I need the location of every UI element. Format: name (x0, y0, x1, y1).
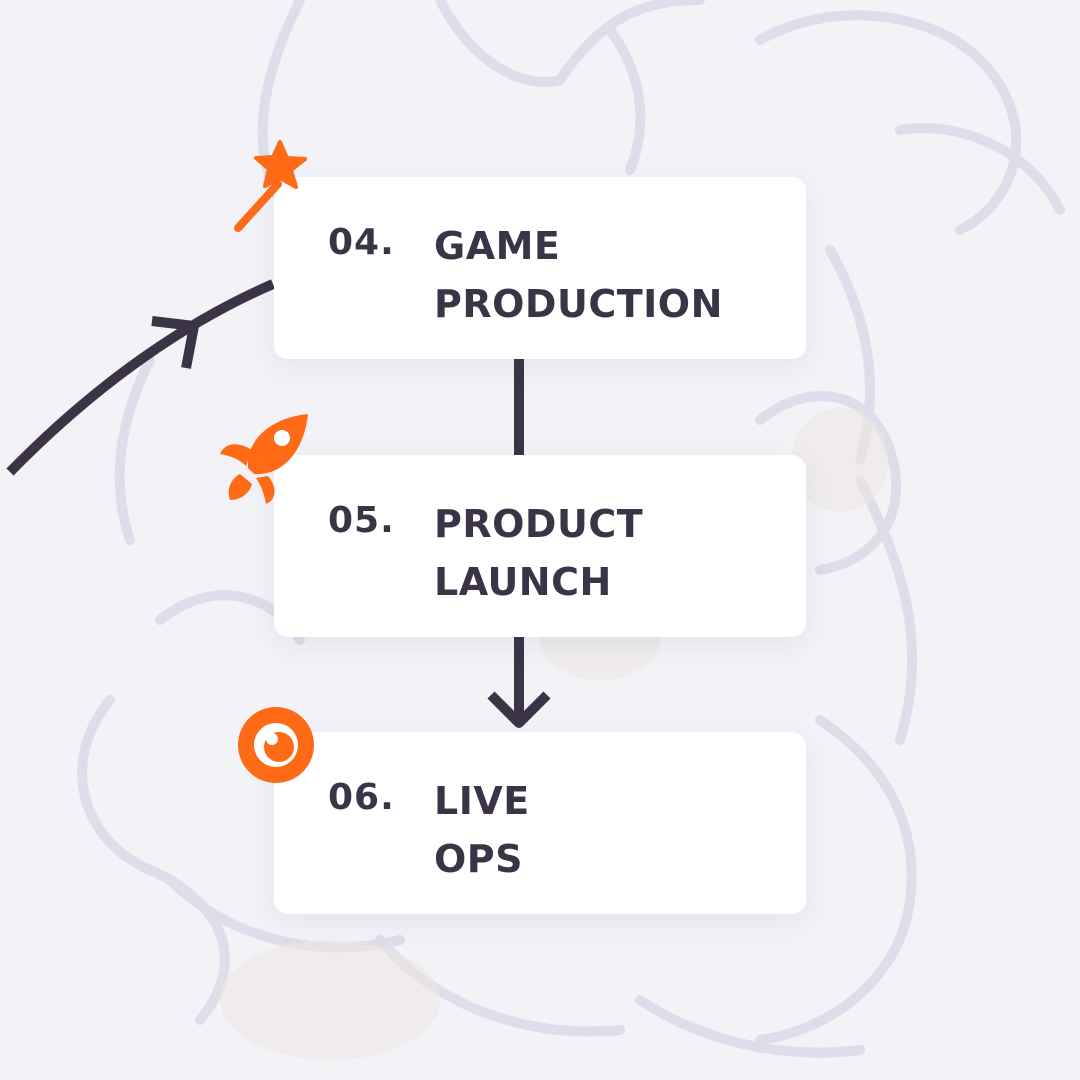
step-card-06: 06. LIVE OPS (274, 732, 806, 914)
magic-wand-star-icon (234, 140, 307, 232)
step-title-line1: LIVE (434, 779, 530, 823)
step-title-line2: LAUNCH (434, 560, 612, 604)
step-title-line2: PRODUCTION (434, 282, 723, 326)
eye-icon (238, 707, 314, 783)
curved-arrow-in (6, 279, 275, 476)
connector-05-06-arrowhead (487, 691, 551, 728)
step-number: 04. (328, 222, 395, 263)
step-title: LIVE OPS (434, 772, 530, 888)
step-title-line1: PRODUCT (434, 502, 644, 546)
step-card-05: 05. PRODUCT LAUNCH (274, 455, 806, 637)
step-number: 06. (328, 777, 395, 818)
curved-arrow-head (151, 316, 199, 369)
step-title: PRODUCT LAUNCH (434, 495, 643, 611)
rocket-icon (220, 414, 308, 504)
step-title: GAME PRODUCTION (434, 217, 723, 333)
step-card-04: 04. GAME PRODUCTION (274, 177, 806, 359)
step-number: 05. (328, 500, 395, 541)
step-title-line1: GAME (434, 224, 561, 268)
step-title-line2: OPS (434, 837, 524, 881)
